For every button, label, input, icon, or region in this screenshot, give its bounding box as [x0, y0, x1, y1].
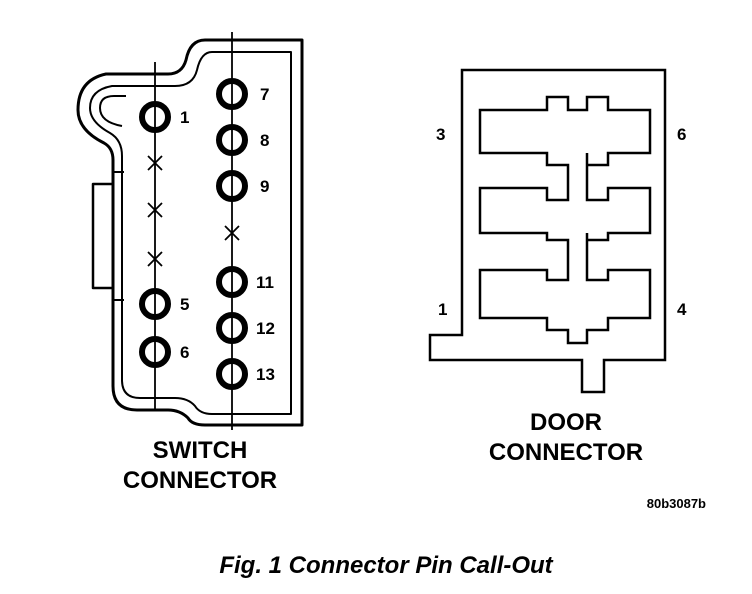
empty-cavity-marker	[147, 155, 163, 171]
switch-connector-latch-loop	[99, 95, 126, 127]
door-connector-title: CONNECTOR	[489, 439, 643, 466]
door-connector-title: DOOR	[530, 409, 602, 436]
switch-connector-side-latch	[91, 182, 115, 290]
door-connector	[428, 68, 667, 394]
switch-pin-label: 7	[260, 85, 269, 104]
switch-pin-label: 9	[260, 177, 269, 196]
empty-cavity-marker	[147, 202, 163, 218]
switch-connector-pins	[139, 78, 248, 390]
door-pin-label: 6	[677, 125, 686, 144]
switch-connector-title: CONNECTOR	[123, 467, 277, 494]
switch-connector-outer-outline	[76, 38, 304, 427]
empty-cavity-marker	[224, 225, 240, 241]
figure-code: 80b3087b	[647, 496, 706, 511]
switch-pin-label: 5	[180, 295, 189, 314]
door-pin-label: 3	[436, 125, 445, 144]
door-pin-label: 1	[438, 300, 447, 319]
switch-pin-label: 6	[180, 343, 189, 362]
switch-pin-label: 8	[260, 131, 269, 150]
door-connector-cavity-outline	[478, 95, 652, 345]
door-connector-outer-outline	[428, 68, 667, 394]
switch-connector-empty-cavities	[147, 155, 240, 267]
figure-caption: Fig. 1 Connector Pin Call-Out	[219, 552, 553, 579]
empty-cavity-marker	[147, 251, 163, 267]
switch-connector-inner-outline	[89, 51, 292, 415]
switch-pin-label: 12	[256, 319, 275, 338]
switch-connector-title: SWITCH	[153, 437, 248, 464]
switch-pin-label: 11	[256, 273, 274, 292]
switch-pin-label: 13	[256, 365, 275, 384]
switch-pin-label: 1	[180, 108, 189, 127]
door-pin-label: 4	[677, 300, 687, 319]
